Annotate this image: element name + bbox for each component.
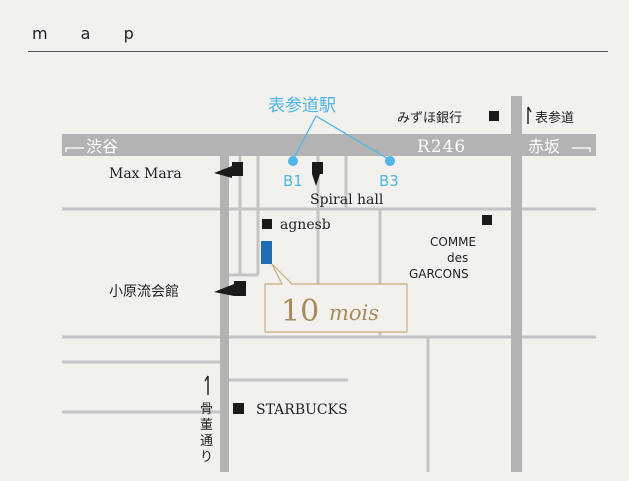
pin-marker-icon[interactable] — [312, 162, 323, 186]
pin-marker-icon[interactable] — [214, 281, 246, 296]
road-west-label: 渋谷 — [86, 137, 118, 156]
r246-road — [62, 134, 596, 156]
shop-logo-word: mois — [329, 301, 379, 325]
station-name: 表参道駅 — [268, 96, 336, 116]
shop-callout[interactable]: 10 mois — [264, 263, 408, 333]
page-title: m a p — [32, 24, 148, 43]
station-dot-icon[interactable] — [288, 156, 298, 166]
maxmara-label: Max Mara — [109, 166, 182, 182]
comme-label-1: COMME — [430, 235, 476, 249]
station-dot-icon[interactable] — [385, 156, 395, 166]
starbucks-label: STARBUCKS — [256, 402, 348, 418]
square-marker-icon[interactable] — [233, 403, 244, 414]
arrow-right-icon — [572, 147, 591, 152]
pin-marker-icon[interactable] — [214, 162, 243, 178]
kotto-label-2: 董 — [200, 418, 213, 433]
square-marker-icon[interactable] — [489, 111, 499, 121]
road-east-label: 赤坂 — [528, 137, 560, 156]
exit-b3-label: B3 — [379, 172, 399, 190]
kotto-label-1: 骨 — [200, 402, 213, 417]
arrow-up-icon — [204, 375, 209, 395]
kotto-label-4: り — [200, 450, 213, 465]
comme-label-2: des — [447, 251, 468, 265]
title-divider — [28, 51, 608, 52]
shop-location-marker[interactable] — [261, 241, 272, 264]
agnesb-label: agnesb — [280, 217, 331, 233]
square-marker-icon[interactable] — [262, 219, 272, 229]
comme-label-3: GARCONS — [409, 267, 469, 281]
omotesando-road — [511, 96, 522, 472]
square-marker-icon[interactable] — [482, 215, 492, 225]
ohara-label: 小原流会館 — [109, 283, 179, 300]
arrow-up-icon — [527, 106, 532, 124]
station-lines — [292, 115, 391, 161]
shop-logo-number: 10 — [281, 294, 319, 329]
arrow-left-icon — [65, 147, 84, 152]
road-name-label: R246 — [417, 137, 466, 157]
kotto-dori-road — [220, 150, 229, 472]
omotesando-label: 表参道 — [535, 110, 574, 126]
spiral-label: Spiral hall — [310, 192, 384, 208]
mizuho-label: みずほ銀行 — [397, 111, 462, 126]
exit-b1-label: B1 — [283, 172, 303, 190]
kotto-label-3: 通 — [200, 434, 213, 449]
